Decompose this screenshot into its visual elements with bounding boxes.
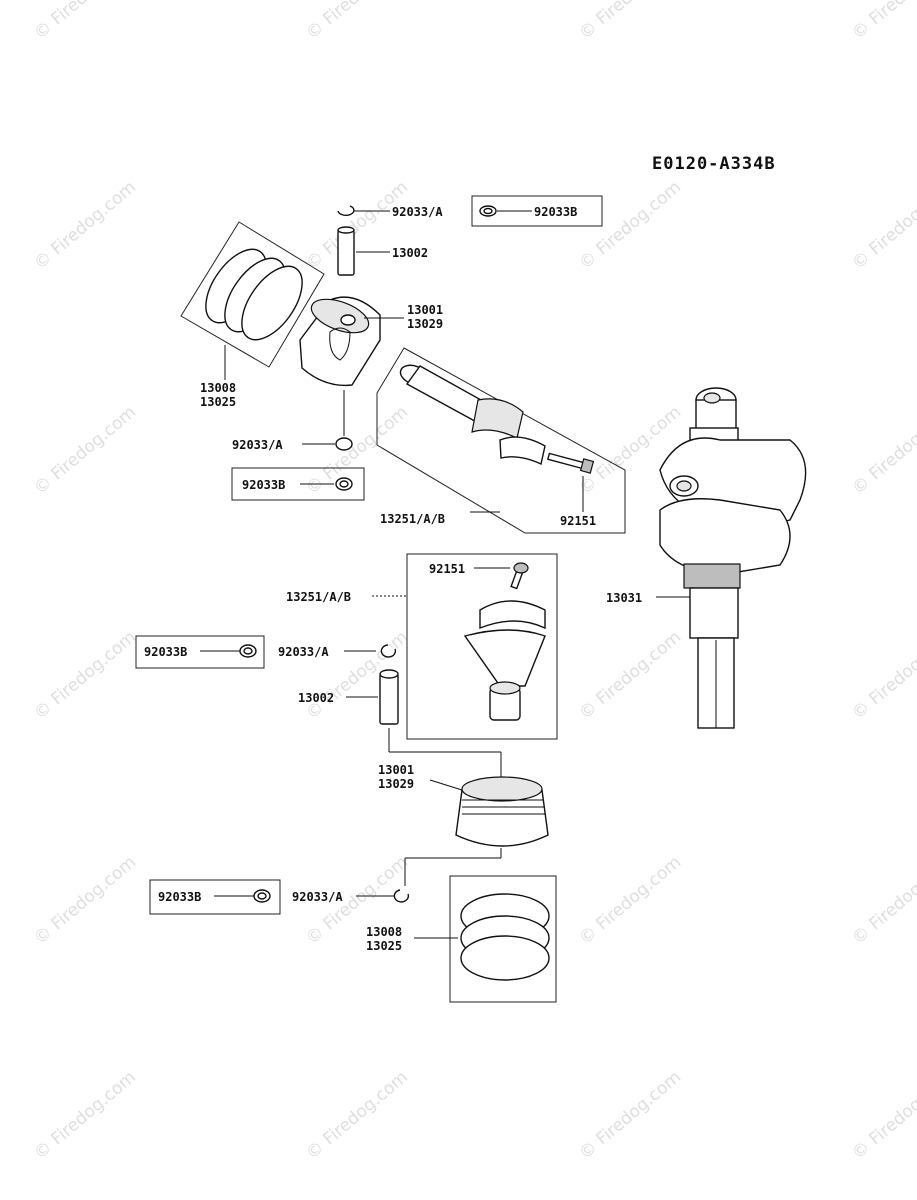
watermark-text: © Firedog.com [575, 852, 685, 949]
piston-rings-top[interactable] [180, 221, 325, 368]
label-piston-bottom-2: 13029 [378, 777, 414, 791]
box-rod-top [376, 347, 626, 534]
label-rings-bottom-1: 13008 [366, 925, 402, 939]
watermark-text: © Firedog.com [30, 0, 140, 44]
connecting-rod-top[interactable] [398, 362, 546, 465]
watermark-text: © Firedog.com [848, 627, 917, 724]
label-bolt-top: 92151 [560, 514, 596, 528]
label-rings-top-2: 13025 [200, 395, 236, 409]
rod-bolt-top[interactable] [546, 452, 595, 474]
label-snap-ring-top-a: 92033/A [392, 205, 443, 219]
label-pin-top: 13002 [392, 246, 428, 260]
label-snap-ring-bottom-b: 92033B [158, 890, 201, 904]
snap-ring-bottom[interactable] [393, 889, 410, 903]
label-rod-top: 13251/A/B [380, 512, 445, 526]
label-snap-ring-top-b: 92033B [534, 205, 577, 219]
box-rings-bottom [449, 875, 557, 1003]
box-snap-ring-bottom-b [149, 879, 281, 915]
watermark-text: © Firedog.com [848, 0, 917, 44]
crankshaft[interactable] [659, 387, 807, 729]
label-snap-ring-mid-b: 92033B [242, 478, 285, 492]
watermark-text: © Firedog.com [30, 852, 140, 949]
snap-ring-low-b-icon[interactable] [239, 644, 257, 658]
watermark-text: © Firedog.com [575, 627, 685, 724]
watermark-text: © Firedog.com [848, 852, 917, 949]
box-rod-bottom [406, 553, 558, 740]
piston-pin-bottom[interactable] [379, 669, 399, 725]
label-bolt-bottom: 92151 [429, 562, 465, 576]
box-snap-ring-mid-b [231, 467, 365, 501]
label-rings-top-1: 13008 [200, 381, 236, 395]
piston-pin-top[interactable] [337, 226, 355, 276]
box-snap-ring-low-b [135, 635, 265, 669]
label-snap-ring-low-a: 92033/A [278, 645, 329, 659]
watermark-text: © Firedog.com [30, 402, 140, 499]
watermark-text: © Firedog.com [30, 177, 140, 274]
piston-top[interactable] [299, 293, 381, 387]
snap-ring-top-b-icon[interactable] [479, 205, 497, 217]
label-rod-bottom: 13251/A/B [286, 590, 351, 604]
snap-ring-bottom-b-icon[interactable] [253, 889, 271, 903]
label-rings-bottom-2: 13025 [366, 939, 402, 953]
piston-rings-bottom[interactable] [460, 893, 550, 981]
watermark-layer: © Firedog.com © Firedog.com © Firedog.com ©… [30, 0, 917, 1164]
label-snap-ring-mid-a: 92033/A [232, 438, 283, 452]
label-piston-top-2: 13029 [407, 317, 443, 331]
snap-ring-mid[interactable] [335, 437, 353, 451]
watermark-text: © Firedog.com [575, 0, 685, 44]
label-snap-ring-bottom-a: 92033/A [292, 890, 343, 904]
box-snap-ring-top-b [471, 195, 603, 227]
label-piston-bottom-1: 13001 [378, 763, 414, 777]
label-snap-ring-low-b: 92033B [144, 645, 187, 659]
watermark-text: © Firedog.com [575, 1067, 685, 1164]
watermark-text: © Firedog.com [302, 0, 412, 44]
watermark-text: © Firedog.com [848, 177, 917, 274]
snap-ring-top[interactable] [337, 205, 355, 216]
snap-ring-mid-b-icon[interactable] [335, 477, 353, 491]
watermark-text: © Firedog.com [30, 1067, 140, 1164]
label-pin-bottom: 13002 [298, 691, 334, 705]
rod-bolt-bottom[interactable] [510, 562, 529, 590]
watermark-text: © Firedog.com [30, 627, 140, 724]
watermark-text: © Firedog.com [302, 1067, 412, 1164]
connecting-rod-bottom[interactable] [463, 600, 546, 721]
diagram-code: E0120-A334B [652, 154, 776, 174]
watermark-text: © Firedog.com [848, 402, 917, 499]
watermark-text: © Firedog.com [848, 1067, 917, 1164]
label-crankshaft: 13031 [606, 591, 642, 605]
label-piston-top-1: 13001 [407, 303, 443, 317]
snap-ring-low[interactable] [380, 644, 397, 658]
piston-bottom[interactable] [455, 776, 549, 847]
